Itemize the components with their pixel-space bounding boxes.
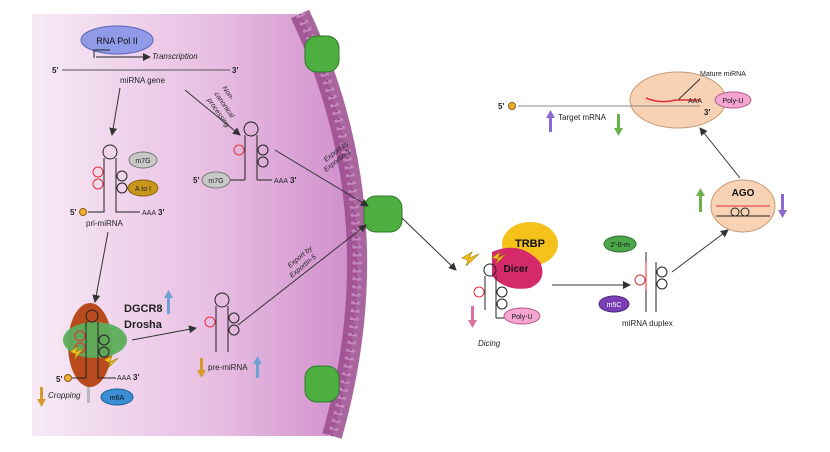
- two-o-m-label: 2'-0-m: [610, 242, 630, 249]
- lightning-icon: [69, 345, 85, 361]
- poly-u-label-dicing: Poly-U: [511, 314, 532, 321]
- two-o-m-badge: [603, 235, 637, 253]
- gene-three-prime: 3': [232, 66, 238, 75]
- poly-u-badge-target: [714, 91, 752, 109]
- target-three-prime: 3': [704, 108, 710, 117]
- up-arrow-icon: [167, 296, 170, 314]
- mirna-duplex: [634, 252, 668, 312]
- drosha-three-prime: 3': [133, 373, 139, 382]
- dicing-label: Dicing: [478, 339, 501, 348]
- drosha-five-prime: 5': [56, 375, 62, 384]
- nc-three-prime: 3': [290, 176, 296, 185]
- pri-five-prime: 5': [70, 208, 76, 217]
- down-arrow-icon: [781, 194, 784, 212]
- mirna-duplex-label: miRNA duplex: [622, 319, 673, 328]
- ago-label: AGO: [732, 188, 755, 199]
- pri-mirna-label: pri-miRNA: [86, 219, 124, 228]
- gene-five-prime: 5': [52, 66, 58, 75]
- dgcr8-label: DGCR8: [124, 303, 163, 315]
- rna-pol-ii-label: RNA Pol II: [96, 36, 138, 46]
- cropping-label: Cropping: [48, 391, 81, 400]
- mature-mirna-label: Mature miRNA: [700, 71, 746, 78]
- m5c-label: m5C: [607, 302, 622, 309]
- target-aaa: AAA: [688, 98, 702, 105]
- mature-mirna-strand: [645, 97, 700, 103]
- up-arrow-icon: [256, 362, 259, 378]
- drosha-label: Drosha: [124, 319, 163, 331]
- nuclear-pore-top: [304, 35, 340, 73]
- nc-five-prime: 5': [193, 176, 199, 185]
- pri-mirna: [79, 144, 140, 216]
- lightning-icon: [461, 251, 480, 267]
- non-canonical-rna: [225, 121, 272, 181]
- mirna-gene-label: miRNA gene: [120, 76, 165, 85]
- lightning-icon: [103, 355, 119, 369]
- down-arrow-icon: [617, 114, 620, 130]
- dicer-label: Dicer: [503, 264, 528, 275]
- nuclear-pore-bottom: [304, 365, 340, 403]
- poly-u-label-target: Poly-U: [722, 98, 743, 105]
- down-arrow-icon: [40, 387, 43, 401]
- drosha-aaa: AAA: [117, 375, 131, 382]
- m7g-cap-left: [128, 151, 158, 169]
- dicer-shape: [492, 247, 543, 289]
- m7g-label-left: m7G: [135, 158, 150, 165]
- a-to-i-badge: [127, 179, 159, 197]
- a-to-i-label: A to I: [135, 186, 151, 193]
- pri-aaa: AAA: [142, 210, 156, 217]
- m6a-badge: [100, 388, 134, 406]
- dicing-rna: [461, 251, 508, 319]
- nc-aaa: AAA: [274, 178, 288, 185]
- trbp-label: TRBP: [515, 238, 545, 250]
- rna-pol-ii-ellipse: [80, 25, 154, 55]
- pre-mirna: [204, 292, 240, 352]
- target-mrna-label: Target mRNA: [558, 113, 607, 122]
- pri-three-prime: 3': [158, 208, 164, 217]
- down-arrow-icon: [471, 306, 474, 322]
- m7g-label-middle: m7G: [208, 178, 223, 185]
- m7g-cap-middle: [201, 171, 231, 189]
- up-arrow-icon: [87, 387, 90, 403]
- pre-mirna-label: pre-miRNA: [208, 363, 248, 372]
- drosha-dgcr8-complex: [63, 303, 127, 387]
- up-arrow-icon: [699, 194, 702, 212]
- m5c-badge: [598, 295, 630, 313]
- up-arrow-icon: [549, 116, 552, 132]
- down-arrow-icon: [200, 358, 203, 372]
- lightning-icon: [491, 251, 507, 265]
- target-five-prime: 5': [498, 102, 504, 111]
- m6a-label: m6A: [110, 395, 125, 402]
- transcription-label: Transcription: [152, 52, 198, 61]
- poly-u-badge-dicing: [503, 307, 541, 325]
- nuclear-pore-middle: [363, 195, 403, 233]
